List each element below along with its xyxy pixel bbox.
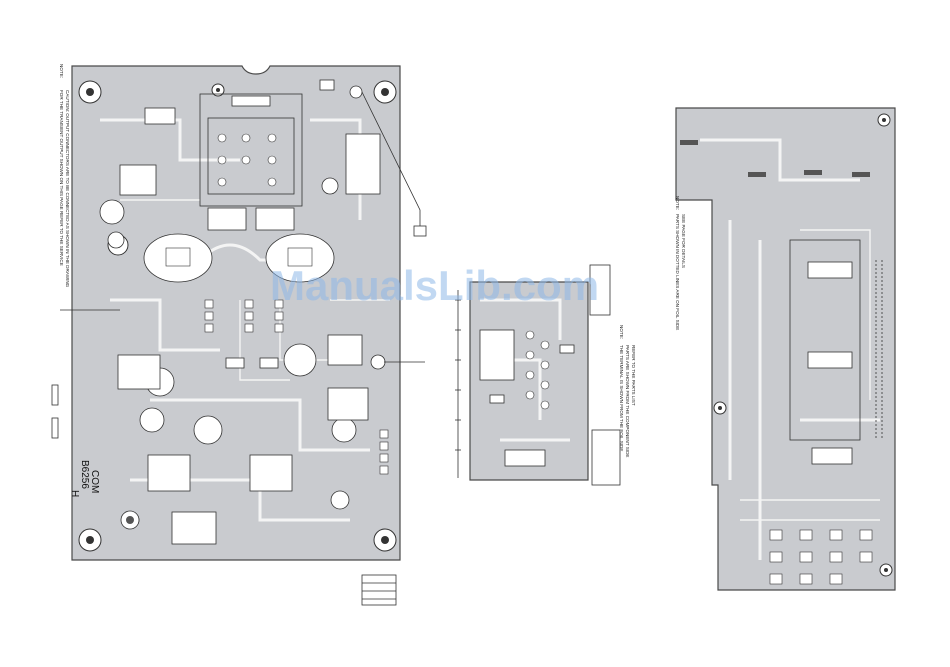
resistor xyxy=(144,107,176,125)
component-tag xyxy=(804,170,822,175)
capacitor xyxy=(283,343,317,377)
small-board-note-line: REFER TO THE PARTS LIST xyxy=(631,345,636,406)
right-board-note-line: SEE PAGE FOR DETAILS xyxy=(681,214,686,268)
pin-strip xyxy=(875,260,883,440)
battery-icon xyxy=(120,510,140,530)
legend-table xyxy=(591,429,621,486)
right-board-note-line: PARTS SHOWN IN DOTTED LINES ARE ON FOIL … xyxy=(675,214,680,330)
board-ref-number: B6256 xyxy=(79,460,90,489)
test-point xyxy=(370,354,386,370)
board-ref-label: COM xyxy=(89,470,100,493)
wire-pins xyxy=(362,582,396,600)
power-transistor xyxy=(327,387,369,421)
component-tag xyxy=(680,140,698,145)
component-tag xyxy=(852,172,870,177)
watermark-text: ManualsLib.com xyxy=(270,262,599,309)
board-note-line: FOR THE TRANSIENT OUTPUT SHOWN ON THIS P… xyxy=(59,90,64,266)
capacitor xyxy=(139,407,165,433)
relay xyxy=(345,133,381,195)
component-tag xyxy=(748,172,766,177)
power-transistor xyxy=(171,511,217,545)
display-chip xyxy=(807,261,853,279)
ic-chip xyxy=(811,447,853,465)
connector xyxy=(504,449,546,467)
small-board-note-title: NOTE: xyxy=(619,325,624,339)
right-board-note-title: NOTE: xyxy=(675,196,680,210)
board-ref-suffix: H xyxy=(69,490,80,497)
legend-table xyxy=(589,264,611,316)
button-pad-grid xyxy=(769,529,873,585)
transformer-core xyxy=(207,117,295,195)
power-transistor xyxy=(147,454,191,492)
capacitor xyxy=(193,415,223,445)
mounting-hole xyxy=(78,528,102,552)
small-board: NOTE: THE TERMINAL IS SHOWN FROM THE FOI… xyxy=(455,264,636,486)
ic-chip xyxy=(479,329,515,381)
transformer-pins xyxy=(217,133,277,187)
board-note-title: NOTE: xyxy=(59,64,64,78)
display-area xyxy=(789,239,861,441)
display-chip xyxy=(807,351,853,369)
resistor xyxy=(319,79,335,91)
mounting-hole xyxy=(373,80,397,104)
mounting-hole xyxy=(78,80,102,104)
ic-chip xyxy=(327,334,363,366)
power-transistor xyxy=(249,454,293,492)
regulator-right xyxy=(265,233,335,283)
jumper xyxy=(51,417,59,439)
transformer-outline xyxy=(199,93,303,207)
test-point xyxy=(349,85,363,99)
resistor xyxy=(489,394,505,404)
dimension-scale xyxy=(455,290,461,478)
jumper xyxy=(51,384,59,406)
mounting-hole xyxy=(877,113,891,127)
power-transistor xyxy=(117,354,161,390)
connector xyxy=(231,95,271,107)
wire-connector xyxy=(413,225,427,237)
pin-header xyxy=(204,299,389,475)
mounting-hole xyxy=(879,563,893,577)
resistor xyxy=(259,357,279,369)
mounting-hole xyxy=(713,401,727,415)
capacitor xyxy=(321,177,339,195)
board-note-line: CAUTION: OUTPUT CONNECTORS ARE TO BE CON… xyxy=(65,90,70,288)
pad-row xyxy=(525,330,550,410)
heatsink-tab xyxy=(255,207,295,231)
heatsink-tab xyxy=(207,207,247,231)
mounting-hole xyxy=(211,83,225,97)
capacitor xyxy=(107,231,125,249)
inductor xyxy=(119,164,157,196)
capacitor xyxy=(330,490,350,510)
terminal-block xyxy=(361,574,397,606)
regulator-left xyxy=(143,233,213,283)
small-board-note-line: PARTS ARE SHOWN FROM THE COMPONENT SIDE xyxy=(625,345,630,457)
resistor xyxy=(559,344,575,354)
resistor xyxy=(225,357,245,369)
right-board: NOTE: PARTS SHOWN IN DOTTED LINES ARE ON… xyxy=(675,107,896,591)
small-board-note-line: THE TERMINAL IS SHOWN FROM THE FOIL SIDE xyxy=(619,345,624,451)
capacitor xyxy=(331,417,357,443)
capacitor xyxy=(99,199,125,225)
mounting-hole xyxy=(373,528,397,552)
main-board: NOTE: FOR THE TRANSIENT OUTPUT SHOWN ON … xyxy=(51,64,427,606)
